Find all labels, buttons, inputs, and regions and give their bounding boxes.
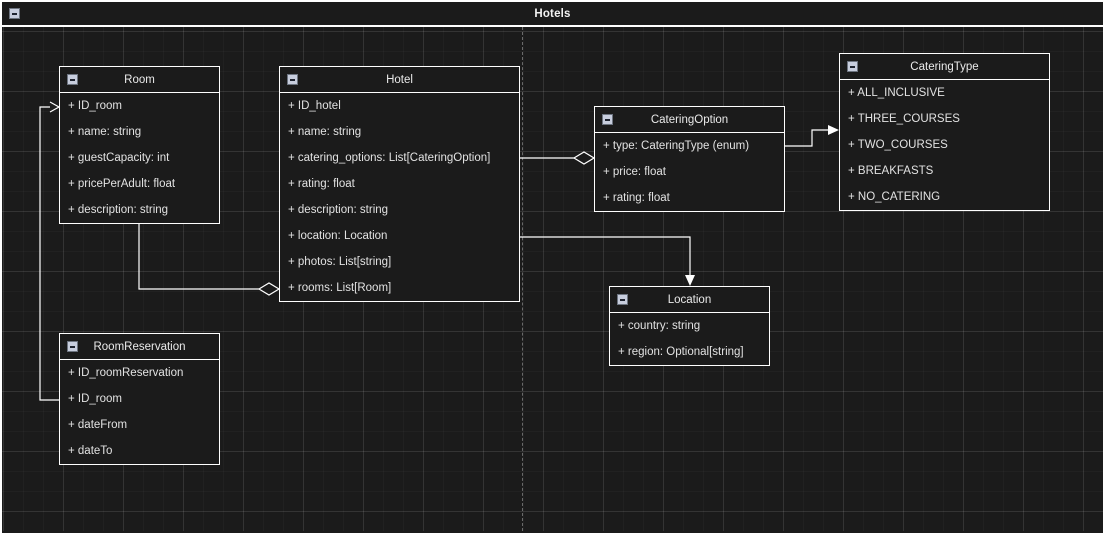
uml-attribute: + guestCapacity: int xyxy=(68,152,170,164)
uml-attribute: + ALL_INCLUSIVE xyxy=(848,87,945,99)
uml-attribute: + type: CateringType (enum) xyxy=(603,140,750,152)
collapse-minus-icon[interactable] xyxy=(617,294,628,305)
uml-attribute: + price: float xyxy=(603,166,666,178)
uml-class-name: CateringOption xyxy=(650,113,729,126)
uml-attribute: + BREAKFASTS xyxy=(848,165,934,177)
uml-class-header: CateringType xyxy=(840,54,1049,80)
uml-attribute: + dateFrom xyxy=(68,419,128,431)
uml-class-header: Room xyxy=(60,67,219,93)
uml-class-hotel[interactable]: Hotel + ID_hotel + name: string + cateri… xyxy=(279,66,520,302)
uml-attribute: + ID_room xyxy=(68,393,123,405)
uml-attribute: + ID_hotel xyxy=(288,100,341,112)
collapse-minus-icon[interactable] xyxy=(67,74,78,85)
connector-hotel-location xyxy=(520,236,695,286)
collapse-minus-icon[interactable] xyxy=(847,61,858,72)
uml-attribute: + pricePerAdult: float xyxy=(68,178,176,190)
uml-class-attributes: + ID_hotel + name: string + catering_opt… xyxy=(280,93,519,301)
uml-class-header: RoomReservation xyxy=(60,334,219,360)
connector-hotel-cateringoption xyxy=(520,151,596,165)
window-titlebar: Hotels xyxy=(2,2,1103,27)
collapse-minus-icon[interactable] xyxy=(287,74,298,85)
uml-class-name: RoomReservation xyxy=(93,340,186,353)
connector-cateringoption-cateringtype xyxy=(785,125,839,147)
uml-attribute: + dateTo xyxy=(68,445,113,457)
uml-attribute: + description: string xyxy=(288,204,389,216)
uml-class-name: Room xyxy=(124,73,155,86)
uml-class-name: Location xyxy=(667,293,712,306)
collapse-minus-icon[interactable] xyxy=(67,341,78,352)
uml-class-attributes: + type: CateringType (enum) + price: flo… xyxy=(595,133,784,211)
uml-attribute: + description: string xyxy=(68,204,169,216)
uml-attribute: + ID_room xyxy=(68,100,123,112)
uml-class-name: CateringType xyxy=(910,60,979,73)
uml-class-header: Hotel xyxy=(280,67,519,93)
uml-class-attributes: + ALL_INCLUSIVE + THREE_COURSES + TWO_CO… xyxy=(840,80,1049,210)
uml-attribute: + name: string xyxy=(68,126,142,138)
uml-class-attributes: + ID_roomReservation + ID_room + dateFro… xyxy=(60,360,219,464)
uml-attribute: + rating: float xyxy=(288,178,355,190)
uml-class-header: CateringOption xyxy=(595,107,784,133)
window-title: Hotels xyxy=(534,7,571,20)
uml-class-name: Hotel xyxy=(386,73,413,86)
uml-attribute: + THREE_COURSES xyxy=(848,113,960,125)
uml-attribute: + country: string xyxy=(618,320,701,332)
uml-class-roomreservation[interactable]: RoomReservation + ID_roomReservation + I… xyxy=(59,333,220,465)
diagram-canvas[interactable]: CateringType (filled arrow) --> Location… xyxy=(2,27,1103,531)
collapse-minus-icon[interactable] xyxy=(9,8,20,19)
uml-class-location[interactable]: Location + country: string + region: Opt… xyxy=(609,286,770,366)
uml-class-attributes: + ID_room + name: string + guestCapacity… xyxy=(60,93,219,223)
uml-class-attributes: + country: string + region: Optional[str… xyxy=(610,313,769,365)
uml-attribute: + rooms: List[Room] xyxy=(288,282,392,294)
uml-class-cateringoption[interactable]: CateringOption + type: CateringType (enu… xyxy=(594,106,785,212)
connector-room-hotel xyxy=(138,224,281,296)
uml-attribute: + NO_CATERING xyxy=(848,191,941,203)
collapse-minus-icon[interactable] xyxy=(602,114,613,125)
uml-attribute: + name: string xyxy=(288,126,362,138)
uml-attribute: + location: Location xyxy=(288,230,388,242)
uml-attribute: + TWO_COURSES xyxy=(848,139,948,151)
uml-attribute: + catering_options: List[CateringOption] xyxy=(288,152,491,164)
uml-class-room[interactable]: Room + ID_room + name: string + guestCap… xyxy=(59,66,220,224)
uml-class-header: Location xyxy=(610,287,769,313)
uml-attribute: + rating: float xyxy=(603,192,670,204)
connector-roomreservation-room xyxy=(39,101,61,401)
uml-class-cateringtype[interactable]: CateringType + ALL_INCLUSIVE + THREE_COU… xyxy=(839,53,1050,211)
uml-attribute: + region: Optional[string] xyxy=(618,346,744,358)
page-break-line xyxy=(522,27,523,531)
uml-attribute: + photos: List[string] xyxy=(288,256,392,268)
uml-attribute: + ID_roomReservation xyxy=(68,367,184,379)
